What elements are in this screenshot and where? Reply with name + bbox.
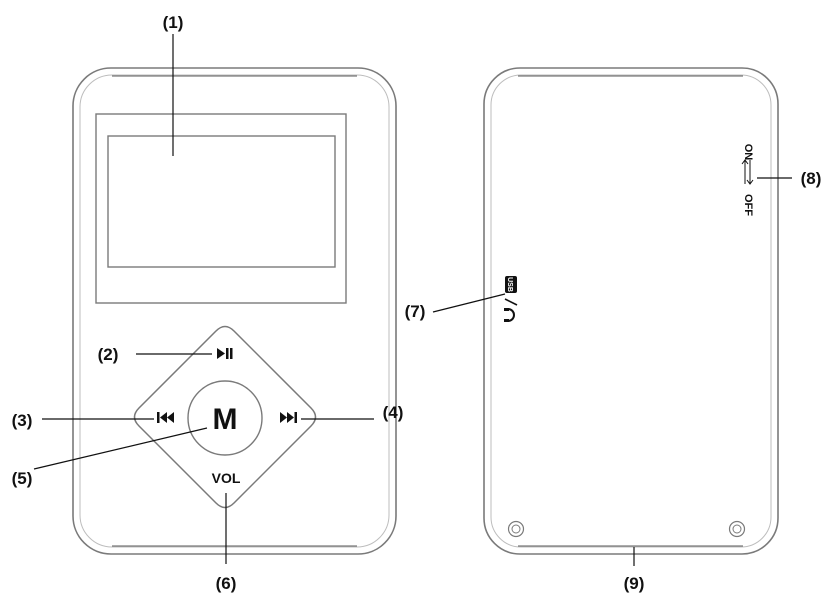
play-pause-icon[interactable]	[217, 348, 233, 359]
menu-button[interactable]: M	[187, 380, 263, 456]
callout-4: (4)	[383, 403, 404, 422]
callout-7: (7)	[405, 302, 426, 321]
screw-icon	[728, 520, 746, 538]
usb-label: USB	[506, 277, 513, 292]
callout-1: (1)	[163, 13, 184, 32]
front-body-outline	[72, 67, 397, 555]
front-body-rim	[79, 74, 390, 548]
back-body-rim	[490, 74, 772, 548]
volume-button-label[interactable]: VOL	[212, 470, 241, 486]
switch-off-label: OFF	[742, 194, 754, 216]
callout-9: (9)	[624, 574, 645, 593]
menu-button-label: M	[213, 403, 238, 436]
callout-3: (3)	[12, 411, 33, 430]
back-view: USB ON OFF (7) (8) (9)	[405, 67, 822, 593]
power-switch[interactable]: ON OFF	[741, 144, 754, 217]
control-pad[interactable]	[133, 325, 317, 509]
leader-line-5	[33, 427, 208, 470]
leader-line-7	[432, 293, 506, 313]
screw-icon	[507, 520, 525, 538]
next-track-icon[interactable]	[280, 412, 297, 423]
callout-5: (5)	[12, 469, 33, 488]
screen-bezel	[95, 113, 347, 304]
callout-2: (2)	[98, 345, 119, 364]
screen-display	[107, 135, 336, 268]
previous-track-icon[interactable]	[157, 412, 174, 423]
headphone-usb-port[interactable]: USB	[504, 276, 518, 322]
slide-switch-arrows-icon	[741, 159, 754, 185]
callout-6: (6)	[216, 574, 237, 593]
front-view: M VOL (1) (2) (3)	[12, 13, 404, 593]
back-body-outline	[483, 67, 779, 555]
menu-button-ring	[187, 380, 263, 456]
switch-on-label: ON	[742, 144, 754, 161]
callout-8: (8)	[801, 169, 822, 188]
headphone-icon	[504, 308, 515, 322]
port-separator	[504, 298, 518, 306]
usb-badge	[505, 276, 517, 293]
